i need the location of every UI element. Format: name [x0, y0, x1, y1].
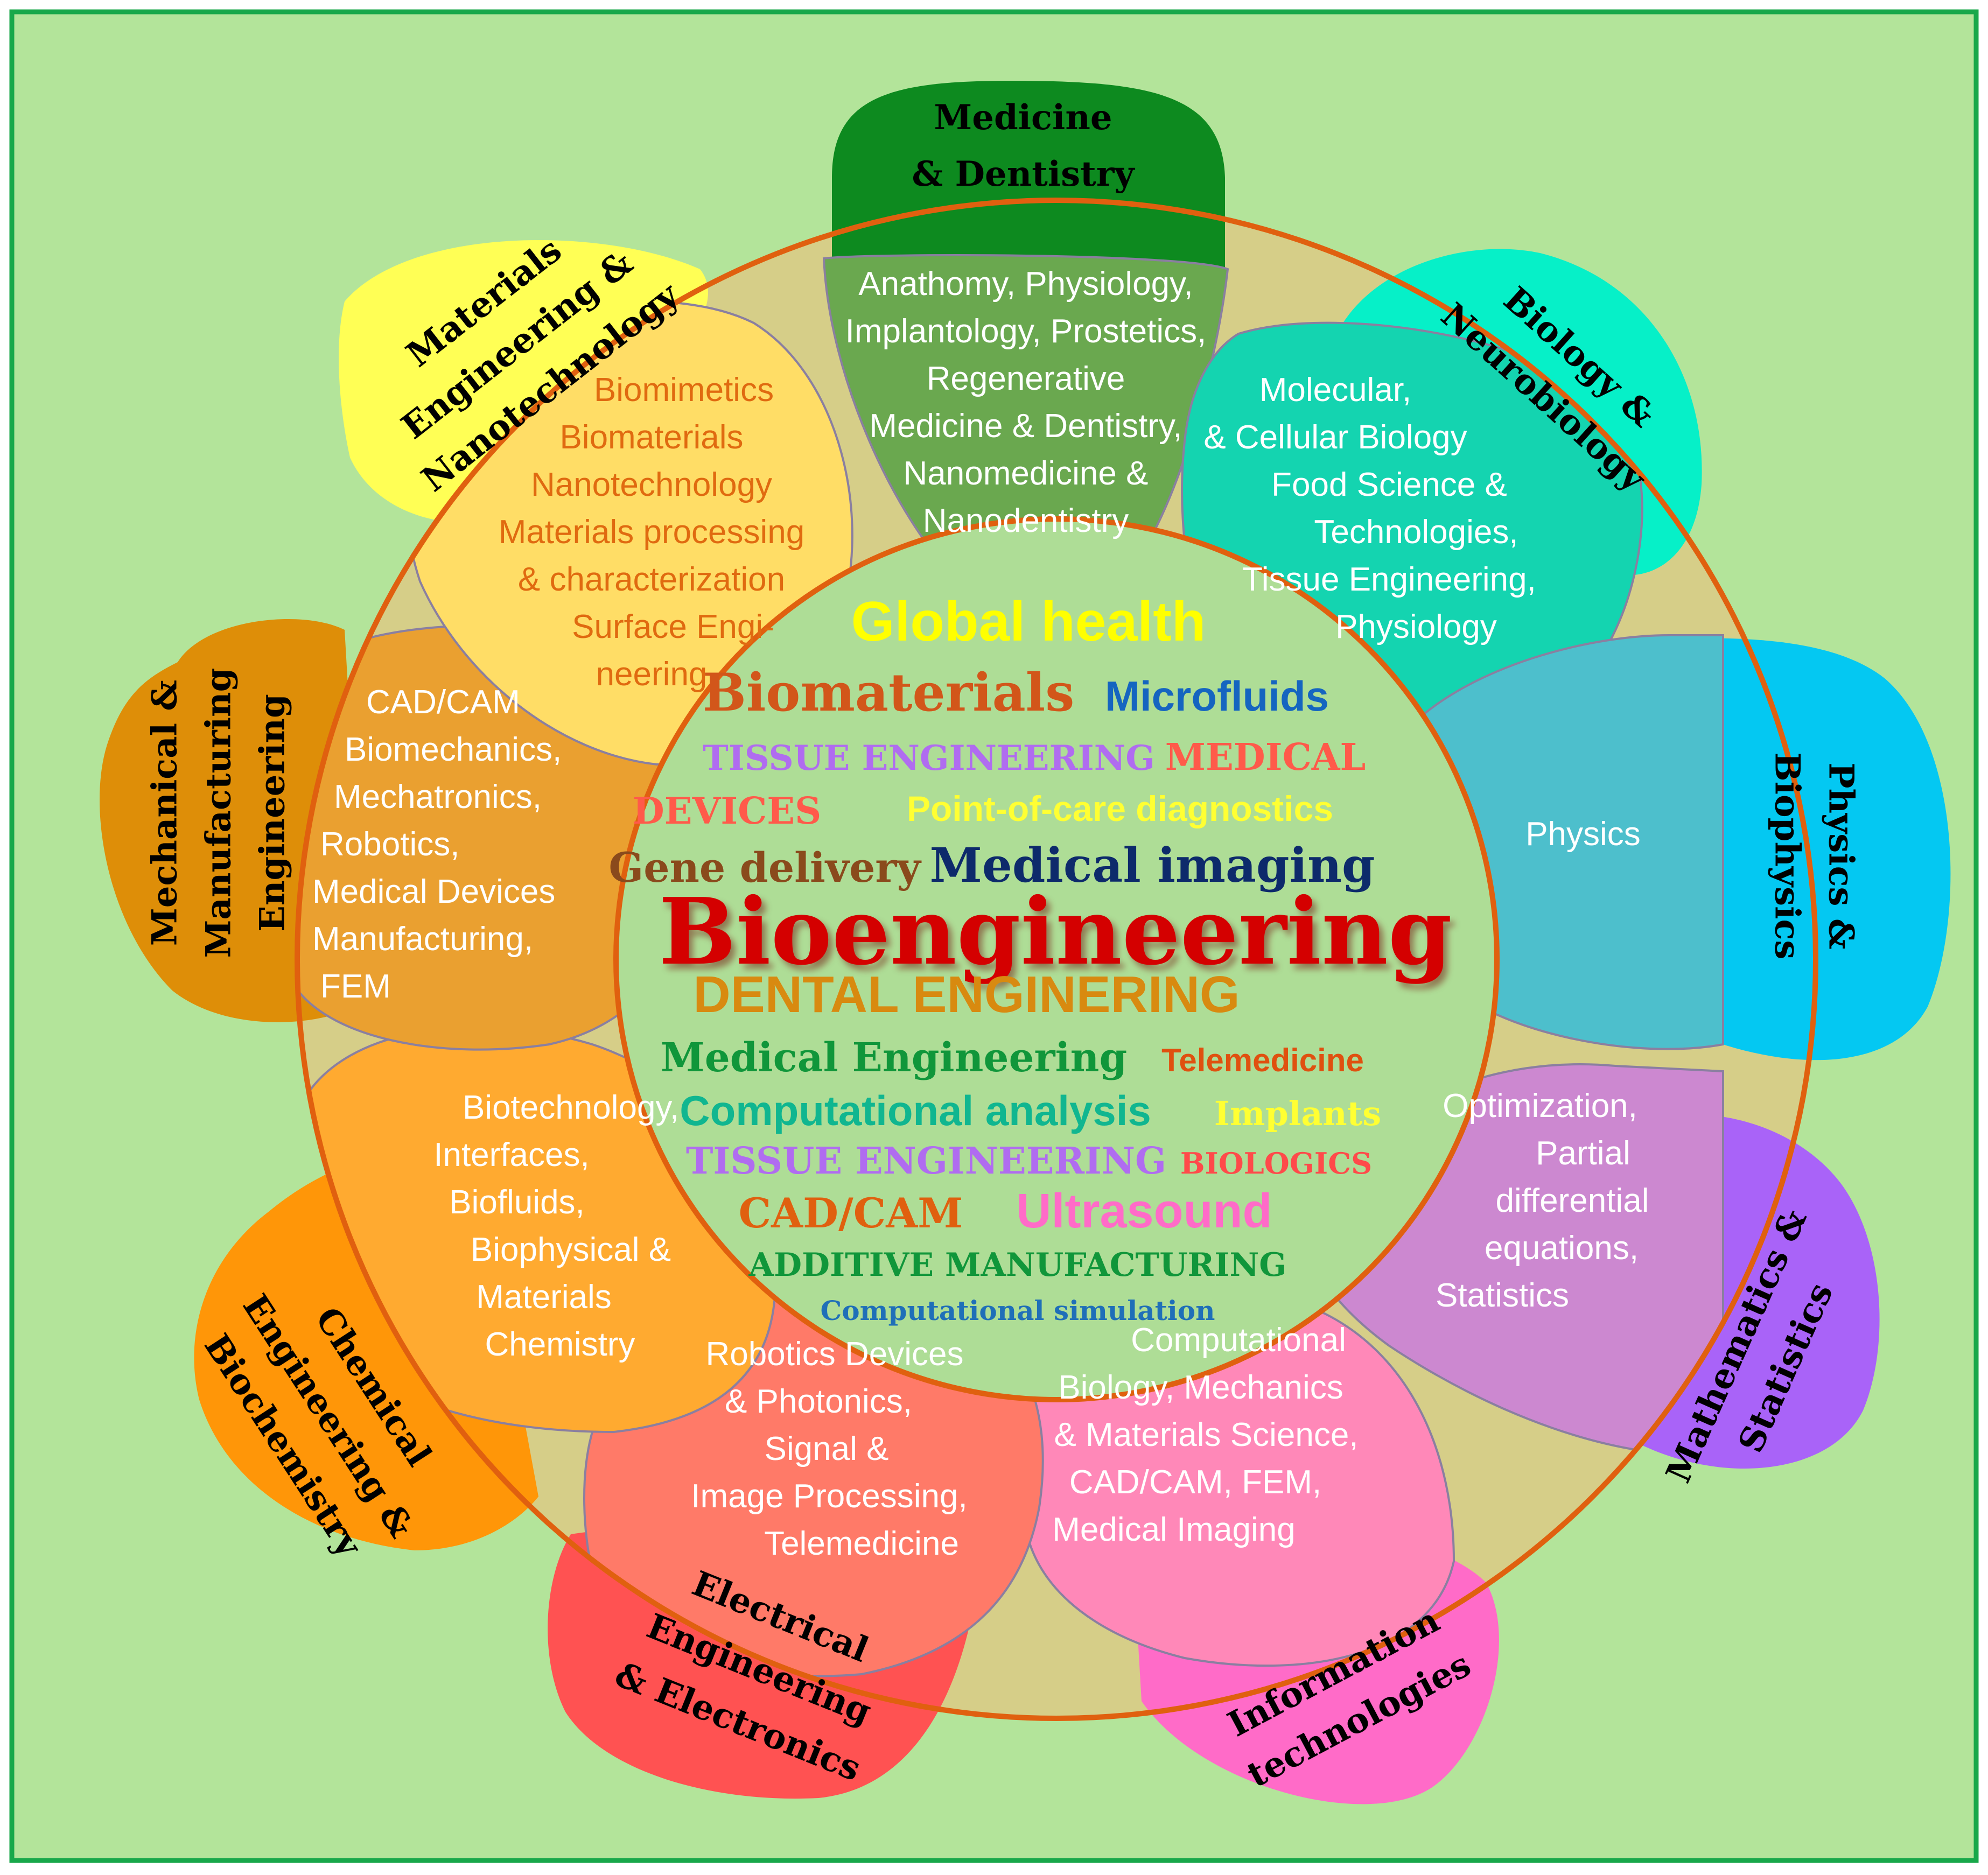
- title-mechanical: Mechanical & Manufacturing Engineering: [144, 668, 292, 958]
- topic-item: Implantology, Prostetics,: [845, 313, 1207, 350]
- topic-item: Surface Engi-: [572, 608, 774, 645]
- topics-physics: Physics: [1525, 816, 1641, 853]
- topic-item: Biotechnology,: [463, 1089, 679, 1126]
- topic-item: differential: [1496, 1182, 1649, 1219]
- topic-item: & characterization: [518, 561, 785, 598]
- topic-item: Anathomy, Physiology,: [858, 265, 1193, 303]
- center-word: TISSUE ENGINEERING: [703, 738, 1155, 778]
- center-word: Computational analysis: [680, 1087, 1151, 1134]
- topic-item: Interfaces,: [433, 1136, 589, 1174]
- center-word: Telemedicine: [1161, 1042, 1364, 1078]
- topic-item: Signal &: [765, 1430, 889, 1467]
- center-word: DEVICES: [633, 790, 821, 833]
- topic-item: Medical Imaging: [1052, 1511, 1295, 1548]
- topic-item: Nanomedicine &: [904, 455, 1149, 492]
- topic-item: Manufacturing,: [312, 921, 533, 958]
- center-word: CAD/CAM: [739, 1189, 963, 1237]
- topic-item: equations,: [1485, 1230, 1639, 1267]
- topic-item: Robotics Devices: [706, 1336, 964, 1373]
- topic-item: Telemedicine: [764, 1525, 959, 1562]
- center-word: Computational simulation: [820, 1295, 1215, 1326]
- topics-materials: BiomimeticsBiomaterialsNanotechnologyMat…: [499, 371, 805, 693]
- topic-item: CAD/CAM: [366, 684, 520, 721]
- topic-item: Medicine & Dentistry,: [869, 408, 1182, 445]
- center-word: BIOLOGICS: [1180, 1146, 1372, 1181]
- title-line: Manufacturing: [198, 668, 239, 958]
- topic-item: Statistics: [1436, 1277, 1569, 1314]
- topic-item: Materials: [476, 1279, 612, 1316]
- topic-item: Chemistry: [485, 1326, 635, 1363]
- topic-item: Biomechanics,: [345, 731, 562, 768]
- topic-item: Robotics,: [320, 826, 459, 863]
- topic-item: Mechatronics,: [334, 778, 542, 816]
- topic-item: Biomimetics: [594, 371, 774, 409]
- center-word: Implants: [1214, 1094, 1381, 1133]
- topics-chemical: Biotechnology, Interfaces, Biofluids, Bioph…: [433, 1089, 679, 1363]
- title-line: Mechanical &: [144, 680, 185, 946]
- topic-item: Nanotechnology: [531, 466, 772, 503]
- topic-item: neering: [596, 656, 708, 693]
- center-word: Medical imaging: [929, 837, 1375, 893]
- ring-outline: [295, 198, 1818, 1721]
- center-word: DENTAL ENGINERING: [693, 966, 1240, 1023]
- center-word: Bioengineering: [659, 878, 1452, 986]
- topic-item: Medical Devices: [312, 873, 555, 910]
- topic-item: Biophysical &: [471, 1231, 671, 1268]
- center-word: Biomaterials: [703, 662, 1075, 723]
- topic-item: Optimization,: [1443, 1087, 1637, 1125]
- title-medicine: Medicine & Dentistry: [912, 97, 1135, 194]
- topic-item: Computational: [1131, 1322, 1346, 1359]
- topic-item: & Materials Science,: [1054, 1416, 1358, 1453]
- center-circle: [613, 516, 1500, 1402]
- petal-topics: Anathomy, Physiology, Implantology, Prost…: [312, 265, 1649, 1562]
- topic-item: Regenerative: [927, 360, 1125, 397]
- center-word: Microfluids: [1105, 672, 1329, 720]
- frame-border: [9, 9, 1979, 1863]
- topic-item: Image Processing,: [691, 1478, 967, 1515]
- topic-item: Biomaterials: [559, 419, 743, 456]
- center-word: Point-of-care diagnostics: [907, 789, 1333, 828]
- topic-item: Biology, Mechanics: [1058, 1369, 1343, 1406]
- topic-item: Food Science &: [1271, 466, 1507, 503]
- center-word: Medical Engineering: [661, 1035, 1127, 1081]
- center-word: ADDITIVE MANUFACTURING: [748, 1246, 1286, 1284]
- title-physics: Physics & Biophysics: [1767, 753, 1861, 960]
- title-line: Medicine: [934, 97, 1112, 138]
- topics-mathematics: Optimization, Partial differential equation…: [1436, 1087, 1649, 1314]
- petal-materials: [339, 240, 708, 523]
- topic-item: Molecular,: [1259, 371, 1412, 409]
- topic-item: Technologies,: [1314, 514, 1518, 551]
- topic-item: CAD/CAM, FEM,: [1069, 1464, 1321, 1501]
- center-word: Global health: [851, 591, 1206, 653]
- center-word: MEDICAL: [1165, 736, 1366, 779]
- title-line: Engineering: [252, 694, 292, 932]
- topic-item: Partial: [1536, 1135, 1630, 1172]
- title-line: Physics &: [1821, 762, 1861, 949]
- topics-mechanical: CAD/CAM Biomechanics, Mechatronics, Robotic…: [312, 684, 562, 1005]
- title-line: & Dentistry: [912, 154, 1135, 194]
- topic-item: Physics: [1525, 816, 1641, 853]
- topic-item: Biofluids,: [449, 1184, 585, 1221]
- center-word: Ultrasound: [1016, 1184, 1272, 1238]
- topic-item: FEM: [320, 968, 391, 1005]
- title-line: Biophysics: [1767, 753, 1808, 960]
- center-word: TISSUE ENGINEERING: [686, 1140, 1166, 1183]
- topic-item: & Cellular Biology: [1203, 419, 1467, 456]
- topic-item: Physiology: [1335, 608, 1497, 645]
- topic-item: Nanodentistry: [923, 502, 1129, 539]
- petal-medicine: [832, 81, 1225, 280]
- topic-item: & Photonics,: [725, 1383, 912, 1420]
- topics-medicine: Anathomy, Physiology, Implantology, Prost…: [845, 265, 1207, 539]
- topic-item: Materials processing: [499, 514, 805, 551]
- topics-electrical: Robotics Devices & Photonics, Signal & Imag…: [691, 1336, 967, 1562]
- topic-item: Tissue Engineering,: [1242, 561, 1536, 598]
- center-word: Gene delivery: [608, 844, 921, 891]
